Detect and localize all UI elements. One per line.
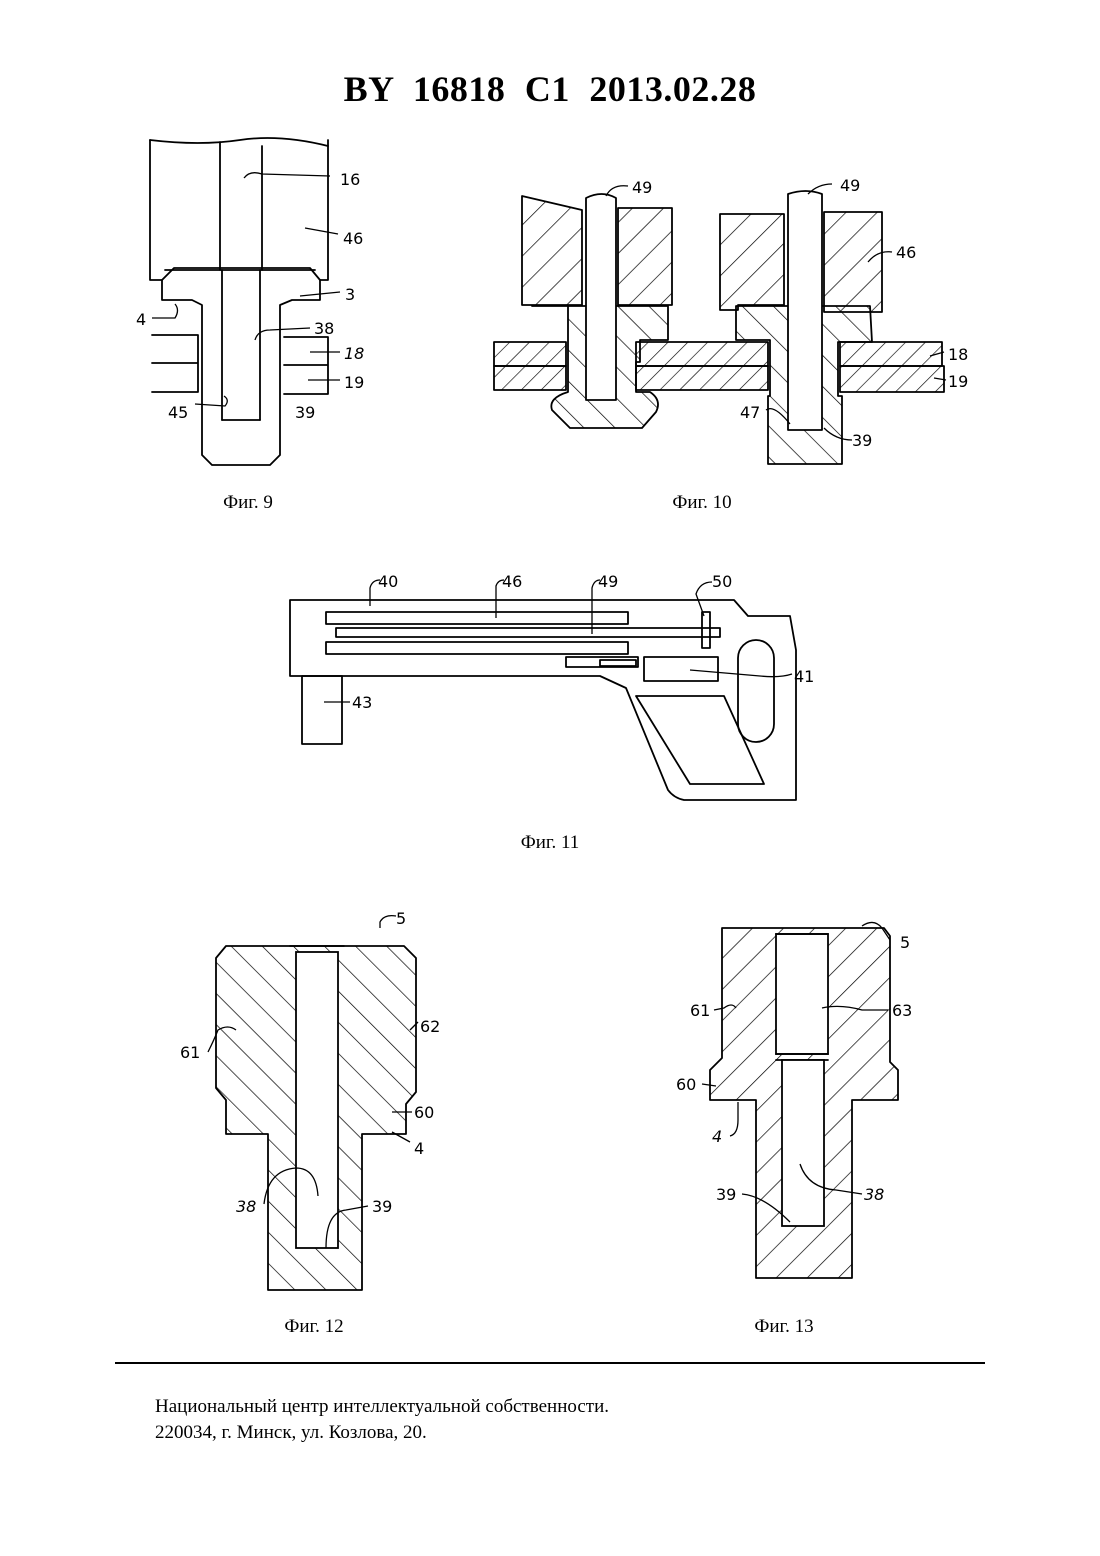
fig9-label-45: 45 xyxy=(168,403,188,422)
fig13-label-60: 60 xyxy=(676,1075,696,1094)
fig9-caption: Фиг. 9 xyxy=(223,492,273,513)
fig9-break-line xyxy=(150,138,328,146)
fig13-label-61: 61 xyxy=(690,1001,710,1020)
fig10-label-49b: 49 xyxy=(840,176,860,195)
figure-12: 5 61 62 60 4 38 39 Фиг. 12 xyxy=(180,909,440,1337)
fig10-caption: Фиг. 10 xyxy=(672,492,731,513)
fig13-bore xyxy=(782,1060,824,1226)
fig9-plates-left xyxy=(152,335,198,392)
fig13-caption: Фиг. 13 xyxy=(754,1316,813,1337)
fig11-part-41 xyxy=(644,657,718,681)
fig9-label-16: 16 xyxy=(340,170,360,189)
fig11-part-50 xyxy=(702,612,710,648)
footer-line-2: 220034, г. Минск, ул. Козлова, 20. xyxy=(155,1420,609,1446)
fig13-label-5: 5 xyxy=(900,933,910,952)
fig11-label-40: 40 xyxy=(378,572,398,591)
fig12-label-61: 61 xyxy=(180,1043,200,1062)
fig11-pin-49 xyxy=(336,628,720,637)
fig12-label-62: 62 xyxy=(420,1017,440,1036)
figure-10: 49 49 46 18 19 47 39 Фиг. 10 xyxy=(494,176,968,513)
fig10-label-39: 39 xyxy=(852,431,872,450)
fig11-channel-46 xyxy=(326,642,628,654)
fig11-label-49: 49 xyxy=(598,572,618,591)
fig11-part-43 xyxy=(302,676,342,744)
fig11-trigger xyxy=(738,640,774,742)
fig12-label-4: 4 xyxy=(414,1139,424,1158)
fig11-label-46: 46 xyxy=(502,572,522,591)
fig13-label-38: 38 xyxy=(864,1185,884,1204)
fig9-label-46: 46 xyxy=(343,229,363,248)
fig12-label-5: 5 xyxy=(396,909,406,928)
fig12-label-39: 39 xyxy=(372,1197,392,1216)
fig10-label-49a: 49 xyxy=(632,178,652,197)
fig11-grip-cutout xyxy=(636,696,764,784)
fig9-label-4: 4 xyxy=(136,310,146,329)
fig12-label-38: 38 xyxy=(236,1197,256,1216)
footer: Национальный центр интеллектуальной собс… xyxy=(155,1394,609,1446)
fig11-label-41: 41 xyxy=(794,667,814,686)
fig11-caption: Фиг. 11 xyxy=(521,832,580,853)
fig10-label-46: 46 xyxy=(896,243,916,262)
fig9-label-3: 3 xyxy=(345,285,355,304)
fig12-caption: Фиг. 12 xyxy=(284,1316,343,1337)
fig9-label-18: 18 xyxy=(344,344,364,363)
fig11-channel-40 xyxy=(326,612,628,624)
figure-13: 5 61 63 60 4 39 38 Фиг. 13 xyxy=(676,922,912,1337)
fig9-label-38: 38 xyxy=(314,319,334,338)
fig9-plates-right xyxy=(284,337,328,394)
fig11-label-50: 50 xyxy=(712,572,732,591)
fig13-label-4: 4 xyxy=(712,1127,722,1146)
fig12-bore xyxy=(296,952,338,1248)
fig10-label-18: 18 xyxy=(948,345,968,364)
fig13-counterbore xyxy=(776,934,828,1054)
fig9-rivet xyxy=(162,268,320,465)
fig13-label-63: 63 xyxy=(892,1001,912,1020)
fig10-pin-right xyxy=(788,191,822,430)
fig12-label-60: 60 xyxy=(414,1103,434,1122)
fig11-label-43: 43 xyxy=(352,693,372,712)
fig10-label-19: 19 xyxy=(948,372,968,391)
figure-11: 40 46 49 50 41 43 Фиг. 11 xyxy=(290,572,814,853)
fig9-label-19: 19 xyxy=(344,373,364,392)
figure-9: 16 46 3 4 38 18 19 45 39 Фиг. 9 xyxy=(136,138,364,513)
fig9-label-39: 39 xyxy=(295,403,315,422)
fig10-pin-left xyxy=(586,194,616,400)
fig13-label-39: 39 xyxy=(716,1185,736,1204)
fig10-label-47: 47 xyxy=(740,403,760,422)
footer-divider xyxy=(115,1362,985,1364)
footer-line-1: Национальный центр интеллектуальной собс… xyxy=(155,1394,609,1420)
fig9-tool-outline xyxy=(150,140,328,280)
